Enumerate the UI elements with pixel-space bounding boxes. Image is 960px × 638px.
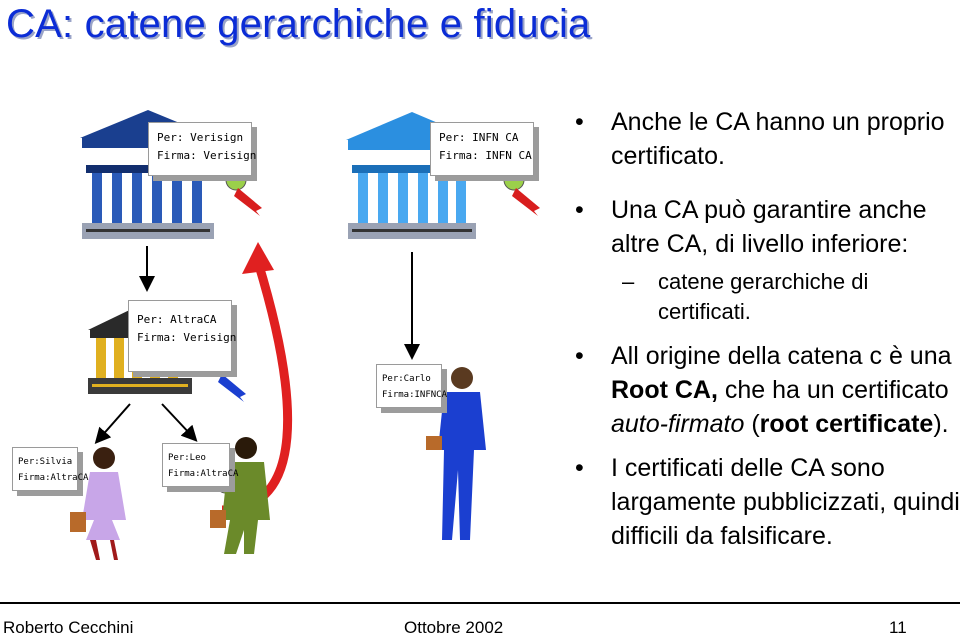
cert-firma: Firma:INFNCA (382, 390, 448, 400)
slide-title: CA: catene gerarchiche e fiducia (6, 2, 591, 46)
arrow-altraca-to-silvia (94, 403, 131, 444)
auto-firmato-term: auto-firmato (611, 410, 745, 438)
cert-per: Per:Carlo (382, 374, 431, 384)
bullet-item: • I certificati delle CA sono largamente… (575, 451, 960, 553)
footer-date: Ottobre 2002 (404, 618, 504, 637)
bullet-text: All origine della catena c è una Root CA… (611, 342, 952, 438)
cert-per: Per:Leo (168, 453, 206, 463)
person-silvia-icon (70, 447, 126, 560)
text-run: ( (744, 410, 760, 438)
bullet-text: Una CA può garantire anche altre CA, di … (611, 196, 927, 258)
certificate-verisign: Per: Verisign Firma: Verisign (148, 122, 257, 176)
bullet-text: Anche le CA hanno un proprio certificato… (611, 108, 945, 170)
text-run: che ha un certificato (717, 376, 949, 404)
cert-per: Per: Verisign (157, 131, 244, 144)
seal-icon (225, 169, 262, 216)
footer-author: Roberto Cecchini (3, 618, 134, 637)
person-leo-icon (210, 437, 270, 554)
text-run: ). (933, 410, 949, 438)
root-ca-term: Root CA, (611, 376, 718, 404)
bullet-text: I certificati delle CA sono largamente p… (611, 454, 960, 550)
certificate-silvia: Per:Silvia Firma:AltraCA (12, 447, 89, 491)
bullet-glyph: • (575, 342, 584, 370)
certificate-leo: Per:Leo Firma:AltraCA (162, 443, 239, 487)
root-certificate-term: root certificate (759, 410, 934, 438)
seal-icon (503, 169, 540, 216)
bullet-item: • Anche le CA hanno un proprio certifica… (575, 105, 960, 173)
cert-firma: Firma:AltraCA (18, 473, 89, 483)
cert-per: Per: INFN CA (439, 131, 519, 144)
cert-firma: Firma:AltraCA (168, 469, 239, 479)
cert-per: Per: AltraCA (137, 313, 217, 326)
cert-firma: Firma: Verisign (157, 149, 257, 162)
certificate-altraca: Per: AltraCA Firma: Verisign (128, 300, 237, 372)
dash-glyph: – (622, 269, 635, 294)
bullet-list: • Anche le CA hanno un proprio certifica… (575, 105, 960, 553)
slide-footer: Roberto Cecchini Ottobre 2002 11 (0, 602, 960, 637)
bank-infn-icon (346, 112, 478, 239)
text-run: All origine della catena c è una (611, 342, 952, 370)
certificate-infn: Per: INFN CA Firma: INFN CA (430, 122, 534, 176)
cert-per: Per:Silvia (18, 457, 73, 467)
bullet-glyph: • (575, 108, 584, 136)
sub-bullet-text: catene gerarchiche di certificati. (658, 269, 869, 324)
cert-firma: Firma: INFN CA (439, 149, 532, 162)
footer-page-number: 11 (889, 618, 907, 637)
bullet-glyph: • (575, 196, 584, 224)
illustration (64, 110, 540, 560)
sub-bullet-item: – catene gerarchiche di certificati. (575, 267, 960, 327)
cert-firma: Firma: Verisign (137, 331, 237, 344)
bullet-item: • Una CA può garantire anche altre CA, d… (575, 193, 960, 261)
arrow-altraca-to-leo (161, 403, 198, 442)
person-carlo-icon (426, 367, 486, 540)
bullet-item: • All origine della catena c è una Root … (575, 339, 960, 441)
bullet-glyph: • (575, 454, 584, 482)
certificate-carlo: Per:Carlo Firma:INFNCA (376, 364, 448, 408)
